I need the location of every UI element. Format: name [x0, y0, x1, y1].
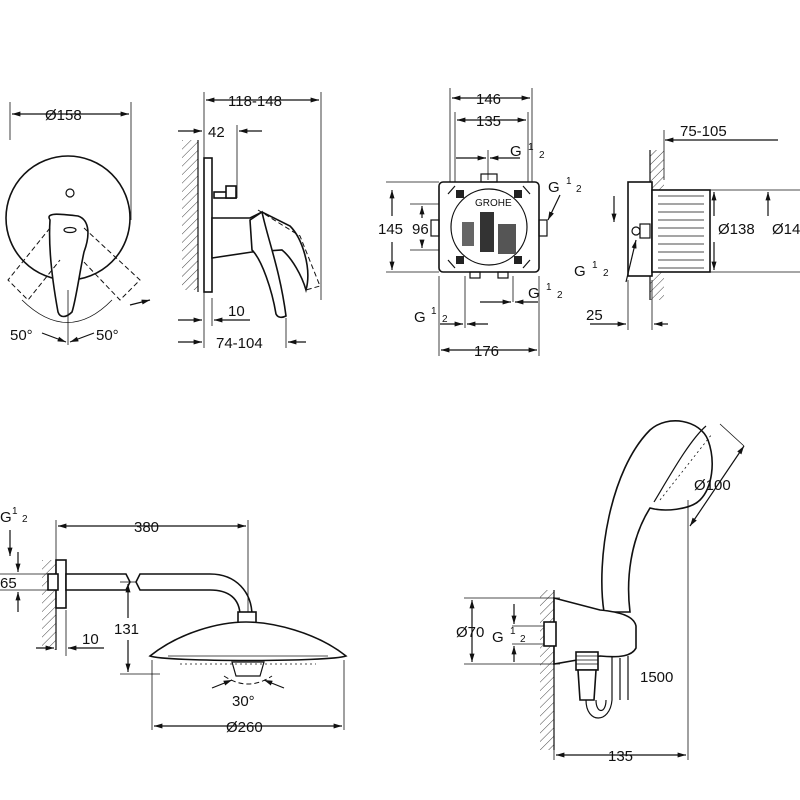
- svg-text:1: 1: [592, 260, 598, 271]
- angle-right-label: 50°: [96, 327, 119, 344]
- box-top-G: G: [510, 143, 522, 160]
- diameter-100-label: Ø100: [694, 477, 731, 494]
- diameter-138-label: Ø138: [718, 221, 755, 238]
- svg-text:1: 1: [566, 176, 572, 187]
- height-145-label: 145: [378, 221, 403, 238]
- plate-10-label: 10: [228, 303, 245, 320]
- svg-text:2: 2: [22, 514, 28, 525]
- wall-10-label: 10: [82, 631, 99, 648]
- svg-text:2: 2: [442, 314, 448, 325]
- arm-380-label: 380: [134, 519, 159, 536]
- svg-text:2: 2: [576, 184, 582, 195]
- range-74-104-label: 74-104: [216, 335, 263, 352]
- box-bottom-right-G: G: [528, 285, 540, 302]
- mixer-diameter-label: Ø158: [45, 107, 82, 124]
- mixer-side-view: 118-148 42 10 74-104: [178, 92, 322, 352]
- svg-text:1: 1: [528, 142, 534, 153]
- box-bottom-left-G: G: [414, 309, 426, 326]
- svg-text:2: 2: [603, 268, 609, 279]
- svg-text:2: 2: [557, 290, 563, 301]
- head-shower-view: 30° 380 65 G 1 2 131 10 Ø260: [0, 506, 348, 736]
- width-176-label: 176: [474, 343, 499, 360]
- grohe-logo: GROHE: [475, 198, 512, 209]
- angle-left-label: 50°: [10, 327, 33, 344]
- tilt-30-label: 30°: [232, 693, 255, 710]
- svg-text:1: 1: [431, 306, 437, 317]
- svg-text:1: 1: [510, 626, 516, 637]
- box-side-G: G: [574, 263, 586, 280]
- depth-42-label: 42: [208, 124, 225, 141]
- svg-text:1: 1: [546, 282, 552, 293]
- height-65-label: 65: [0, 575, 17, 592]
- box-right-G: G: [548, 179, 560, 196]
- projection-label: 118-148: [228, 93, 282, 110]
- width-135-label: 135: [608, 748, 633, 765]
- svg-text:2: 2: [539, 150, 545, 161]
- height-96-label: 96: [412, 221, 429, 238]
- width-135-label: 135: [476, 113, 501, 130]
- box-front-view: 146 135 G 1 2 GROHE 145 96: [378, 88, 582, 360]
- dim-25-label: 25: [586, 307, 603, 324]
- hand-shower-view: Ø100 Ø70 G 1 2 1500 135: [456, 420, 745, 765]
- svg-text:1: 1: [12, 506, 18, 517]
- svg-text:2: 2: [520, 634, 526, 645]
- mixer-front-view: Ø158 50° 50°: [5, 102, 151, 345]
- diameter-70-label: Ø70: [456, 624, 484, 641]
- width-146-label: 146: [476, 91, 501, 108]
- range-75-105-label: 75-105: [680, 123, 727, 140]
- head-shower-G: G: [0, 509, 12, 526]
- hand-shower-G: G: [492, 629, 504, 646]
- hose-1500-label: 1500: [640, 669, 673, 686]
- diameter-260-label: Ø260: [226, 719, 263, 736]
- diameter-14x-label: Ø14: [772, 221, 800, 238]
- height-131-label: 131: [114, 621, 139, 638]
- box-side-view: 75-105 Ø138 Ø14 G 1 2 25: [574, 123, 800, 330]
